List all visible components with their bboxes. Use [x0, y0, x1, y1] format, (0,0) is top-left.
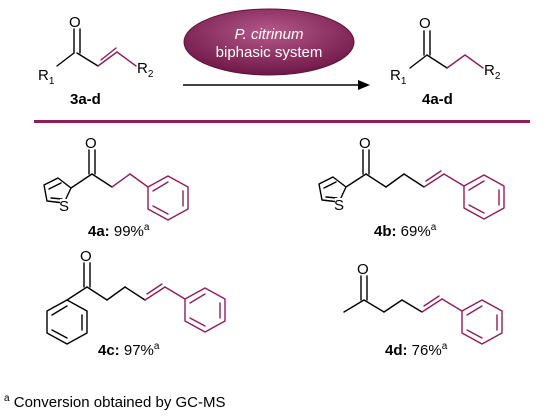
- footnote: a Conversion obtained by GC-MS: [4, 393, 226, 411]
- r2-group: R2: [137, 60, 154, 80]
- product-4a-yield: 4a: 99%a: [88, 222, 150, 240]
- r2-group: R2: [484, 62, 501, 82]
- product-label: 4a-d: [422, 91, 453, 108]
- oxygen-atom: O: [85, 135, 97, 152]
- reactant-structure: O R1 R2: [38, 14, 154, 87]
- divider: [34, 120, 530, 123]
- catalyst-system: biphasic system: [216, 44, 323, 61]
- oxygen-atom: O: [80, 248, 92, 265]
- oxygen-atom: O: [359, 135, 371, 152]
- catalyst-name: P. citrinum: [235, 26, 304, 43]
- product-4c-yield: 4c: 97%a: [98, 341, 160, 359]
- sulfur-atom: S: [59, 198, 69, 215]
- product-4d-yield: 4d: 76%a: [385, 341, 448, 359]
- sulfur-atom: S: [334, 197, 344, 214]
- structure-4b: S O: [318, 135, 505, 220]
- arrow-head: [358, 80, 370, 90]
- product-4b-yield: 4b: 69%a: [374, 222, 437, 240]
- reactant-label: 3a-d: [70, 91, 101, 108]
- r1-group: R1: [390, 67, 407, 87]
- product-structure: O R1 R2: [390, 15, 501, 87]
- structure-4a: S O: [43, 135, 189, 221]
- catalyst-ellipse: [183, 8, 355, 76]
- oxygen-atom: O: [357, 261, 369, 278]
- r1-group: R1: [38, 67, 55, 87]
- structure-4d: O: [343, 261, 503, 345]
- oxygen-atom: O: [419, 15, 431, 32]
- oxygen-atom: O: [69, 14, 81, 31]
- structure-4c: O: [46, 248, 226, 345]
